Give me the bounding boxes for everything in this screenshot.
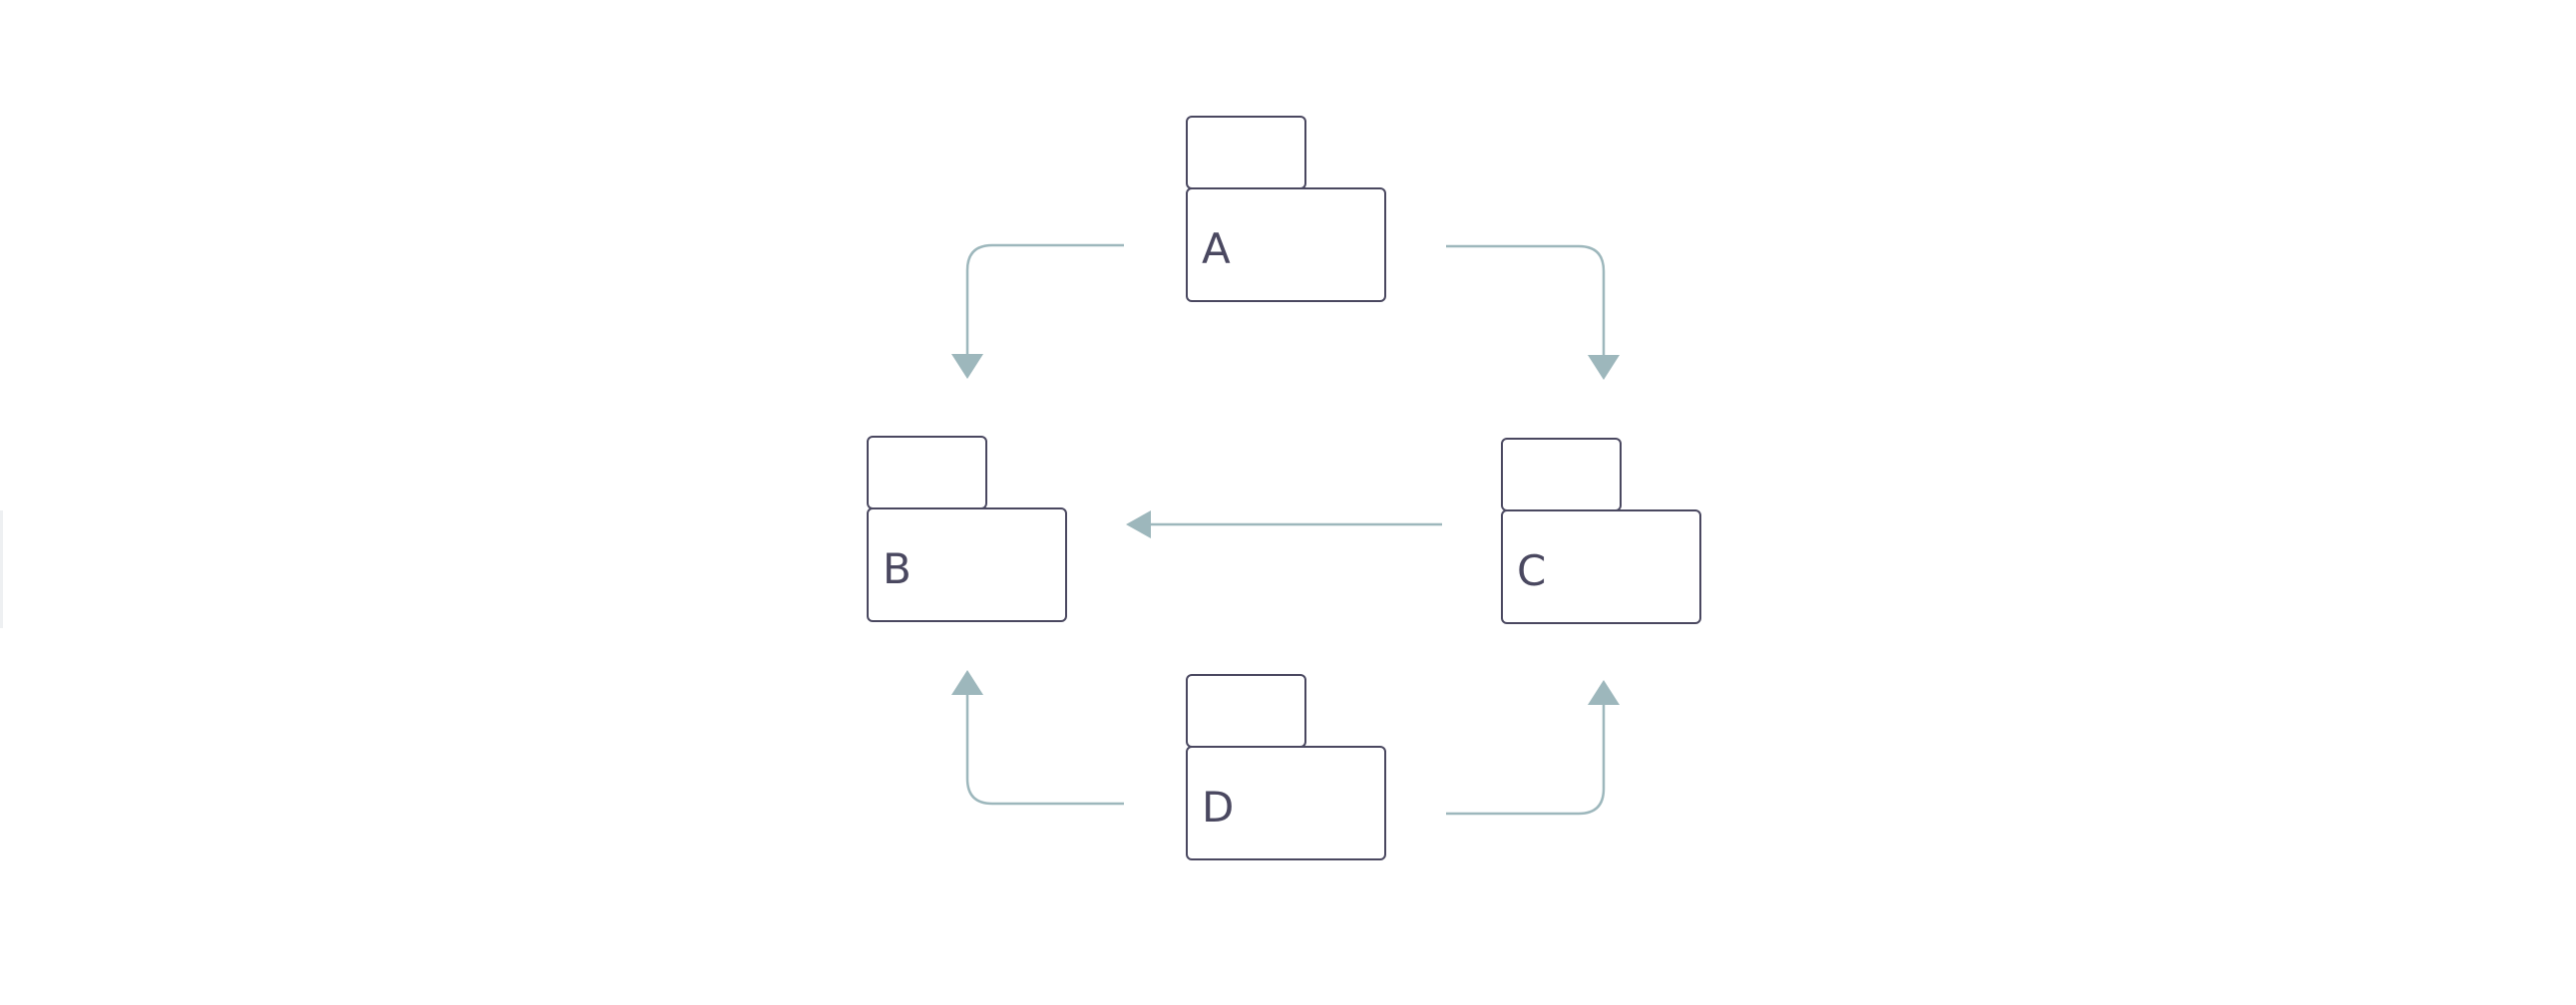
dependency-d-to-c — [1446, 680, 1620, 816]
package-a-tab — [1186, 116, 1306, 189]
package-a[interactable]: A — [1186, 116, 1386, 302]
dependency-d-to-b — [951, 670, 1124, 806]
package-d-tab — [1186, 674, 1306, 748]
dependency-a-to-b — [951, 243, 1124, 379]
package-b-tab — [867, 436, 987, 509]
package-b-label: B — [883, 544, 912, 593]
package-a-label: A — [1202, 224, 1231, 273]
package-b-body — [867, 507, 1067, 622]
package-a-body — [1186, 187, 1386, 302]
package-d[interactable]: D — [1186, 674, 1386, 860]
package-d-label: D — [1202, 783, 1234, 832]
dependency-a-to-c — [1446, 244, 1620, 380]
package-c-body — [1501, 509, 1701, 624]
left-edge-mark — [0, 510, 3, 628]
dependency-c-to-b — [1126, 510, 1442, 538]
package-d-body — [1186, 746, 1386, 860]
package-c-label: C — [1517, 546, 1546, 595]
package-c-tab — [1501, 438, 1622, 511]
package-b[interactable]: B — [867, 436, 1067, 622]
package-c[interactable]: C — [1501, 438, 1701, 624]
